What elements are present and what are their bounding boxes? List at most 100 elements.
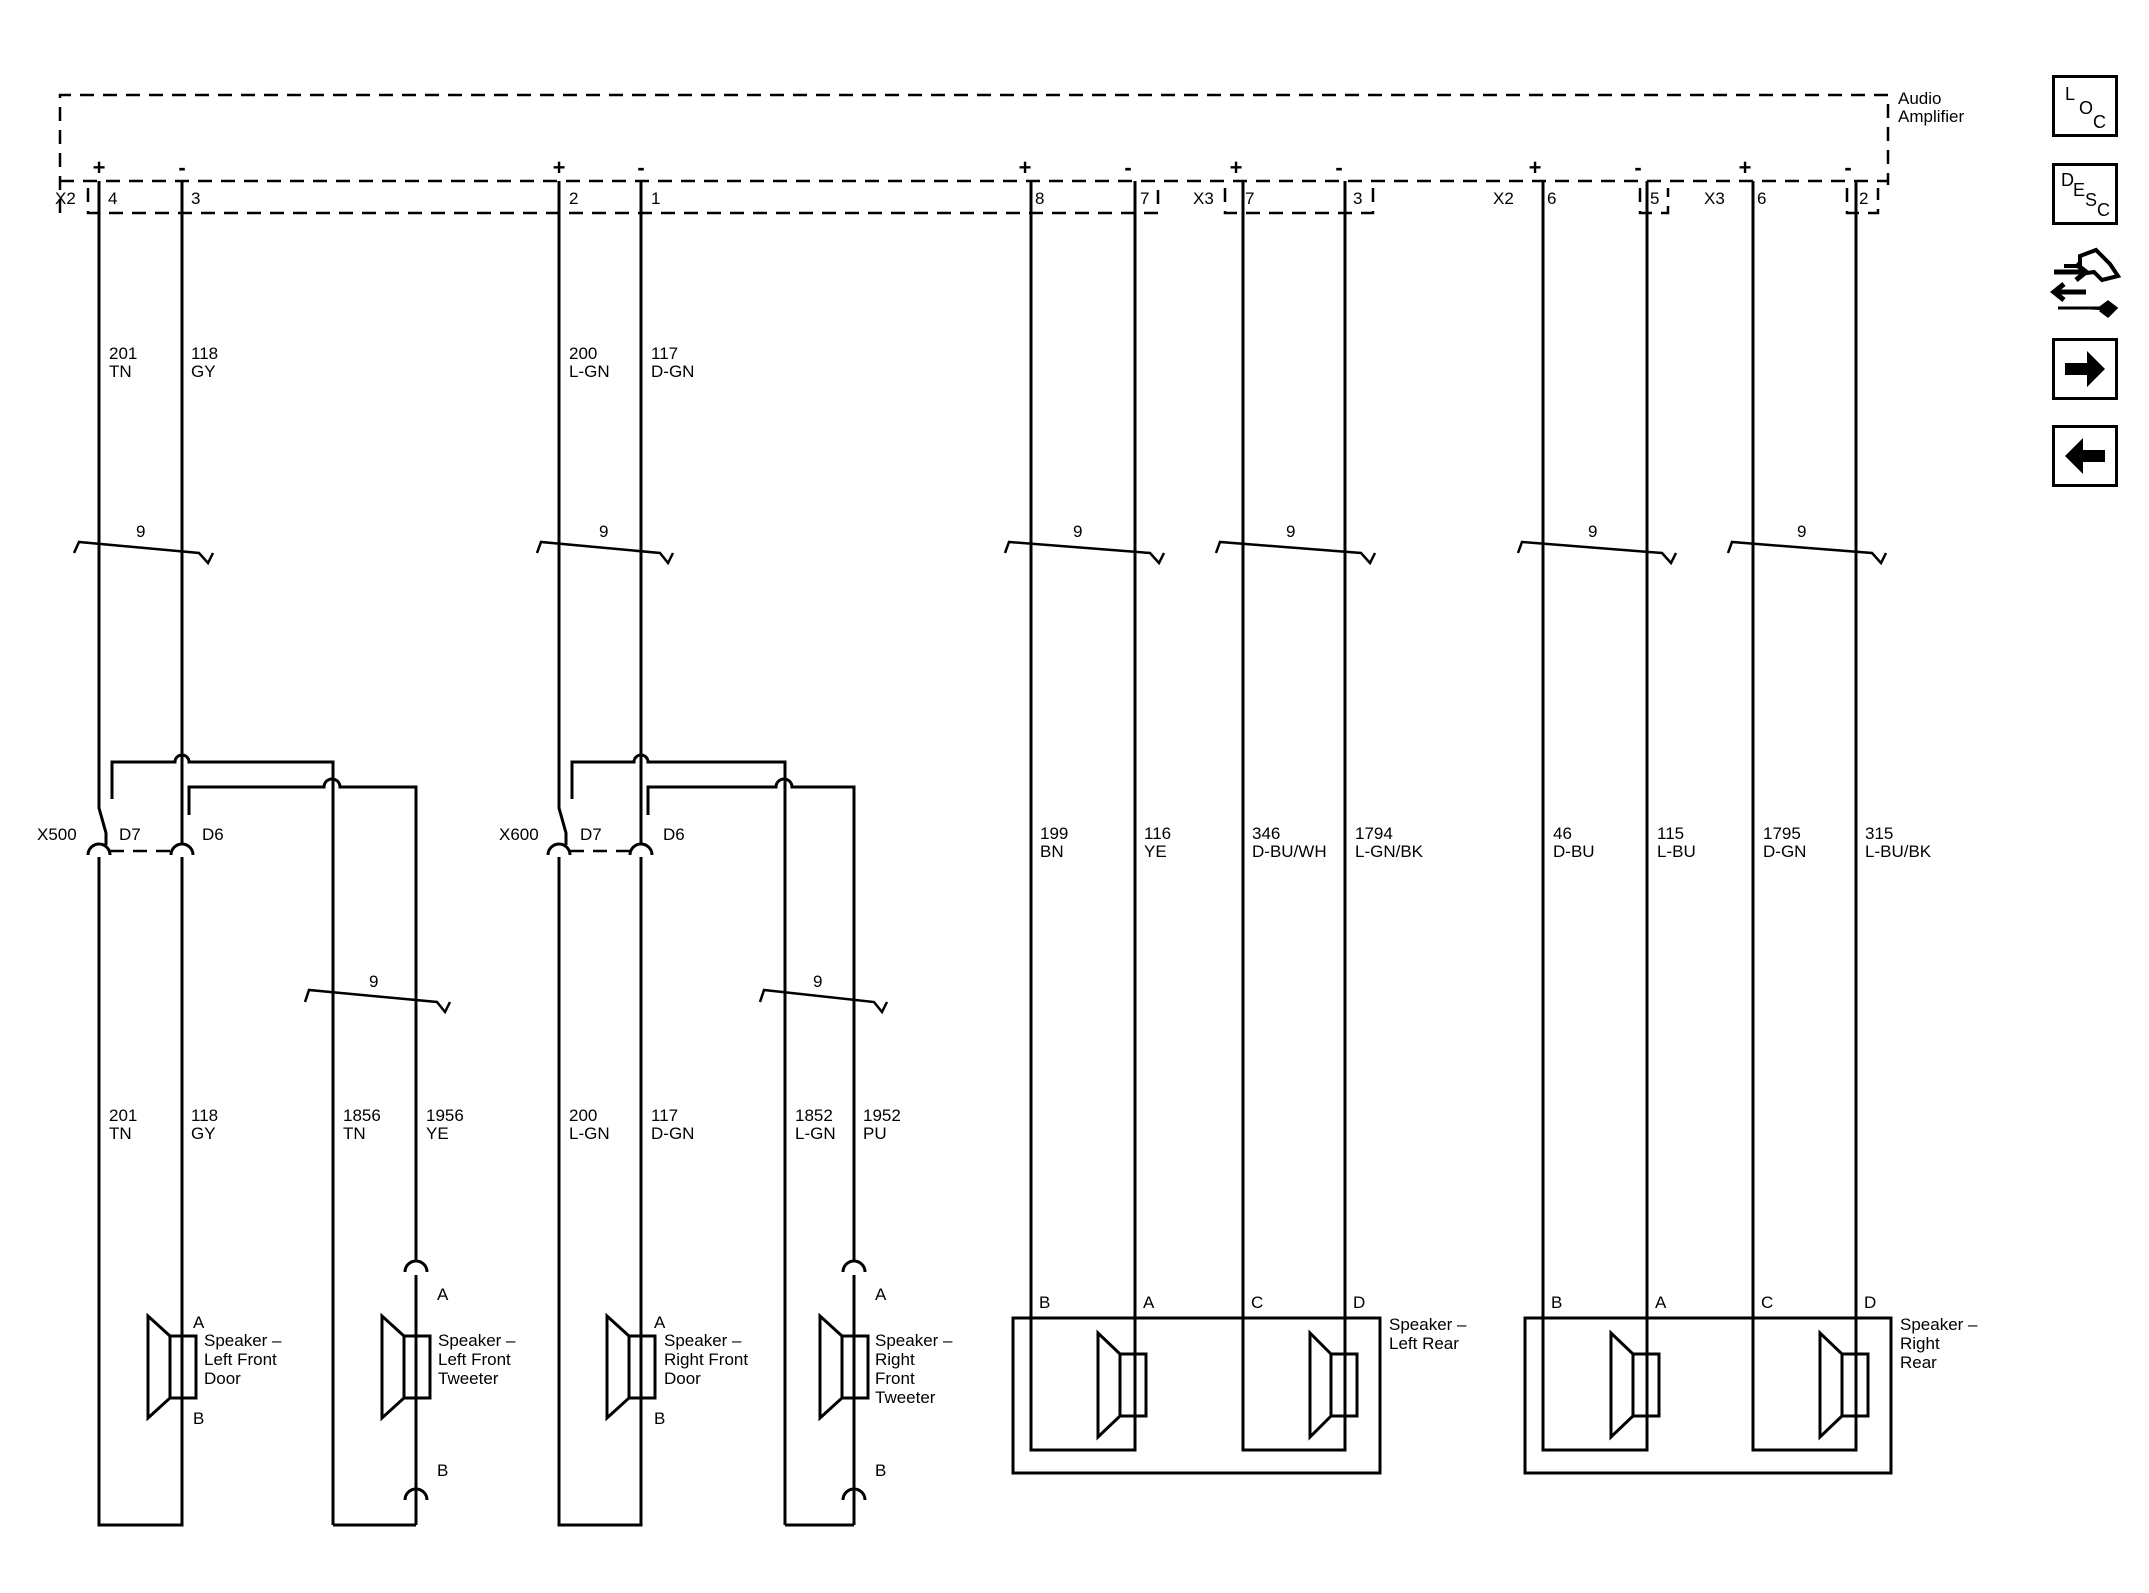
label-line: Door [664, 1369, 701, 1388]
right-rear-circuit [1523, 181, 1893, 1475]
wire-circuit-number: 201 [109, 344, 137, 363]
wire-color: GY [191, 1124, 216, 1143]
label-line: Rear [1900, 1353, 1937, 1372]
connector-wrench-icon [2049, 247, 2122, 318]
desc-letter: C [2097, 200, 2110, 220]
plus-mark: + [553, 155, 566, 180]
cavity-d6-label: D6 [663, 825, 685, 844]
pin-5: 5 [1650, 189, 1659, 208]
arrow-left-icon [2065, 438, 2105, 474]
pin-7: 7 [1245, 189, 1254, 208]
twist-label: 9 [1588, 522, 1597, 541]
back-button[interactable] [2052, 425, 2118, 487]
loc-button[interactable]: L O C [2052, 75, 2118, 137]
pin-3: 3 [1353, 189, 1362, 208]
pin-4: 4 [108, 189, 117, 208]
polarity-marks: + - + - + - + - + - + - [93, 155, 1852, 180]
arrow-right-icon [2065, 351, 2105, 387]
plus-mark: + [1529, 155, 1542, 180]
terminal-b: B [1039, 1293, 1050, 1312]
wire-circuit-number: 118 [191, 344, 218, 363]
twist-label: 9 [1073, 522, 1082, 541]
wire-circuit-number: 1794 [1355, 824, 1393, 843]
wire-color: TN [343, 1124, 366, 1143]
label-line: Right [875, 1350, 915, 1369]
minus-mark: - [1634, 155, 1641, 180]
wire-circuit-number: 1795 [1763, 824, 1801, 843]
wire-circuit-number: 346 [1252, 824, 1280, 843]
label-line: Left Rear [1389, 1334, 1459, 1353]
pin-6: 6 [1757, 189, 1766, 208]
speaker-right-rear-label: Speaker – Right Rear [1900, 1315, 1982, 1372]
terminal-b: B [654, 1409, 665, 1428]
terminal-a: A [193, 1313, 205, 1332]
twist-label: 9 [1286, 522, 1295, 541]
pin-1: 1 [651, 189, 660, 208]
connector-x500-label: X500 [37, 825, 77, 844]
pin-6: 6 [1547, 189, 1556, 208]
terminal-b: B [193, 1409, 204, 1428]
twist-label: 9 [813, 972, 822, 991]
wire-color: D-GN [1763, 842, 1806, 861]
label-line: Left Front [204, 1350, 277, 1369]
module-name-line1: Audio [1898, 89, 1941, 108]
wire-circuit-number: 200 [569, 344, 597, 363]
label-line: Speaker – [875, 1331, 953, 1350]
label-line: Right Front [664, 1350, 748, 1369]
plus-mark: + [1019, 155, 1032, 180]
wire-circuit-number: 200 [569, 1106, 597, 1125]
terminal-a: A [1655, 1293, 1667, 1312]
terminal-c: C [1251, 1293, 1263, 1312]
wire-color: BN [1040, 842, 1064, 861]
terminal-labels: A B A B A B A B B A C D B A C D [193, 1285, 1876, 1480]
wire-color: YE [1144, 842, 1167, 861]
minus-mark: - [1335, 155, 1342, 180]
pin-3: 3 [191, 189, 200, 208]
wire-color: GY [191, 362, 216, 381]
wire-circuit-number: 117 [651, 1106, 678, 1125]
minus-mark: - [637, 155, 644, 180]
terminal-c: C [1761, 1293, 1773, 1312]
wire-circuit-number: 199 [1040, 824, 1068, 843]
left-front-circuit: X500 D7 D6 [37, 181, 432, 1527]
wire-color: L-GN [569, 362, 610, 381]
wire-color: D-BU/WH [1252, 842, 1327, 861]
connector-wrench-button[interactable] [2049, 246, 2122, 320]
connector-pin-labels: X2 4 3 2 1 8 7 X3 7 3 X2 6 5 X3 6 2 [55, 189, 1868, 208]
audio-amplifier-module: Audio Amplifier [58, 89, 1964, 213]
wire-circuit-number: 117 [651, 344, 678, 363]
connector-x3-label: X3 [1704, 189, 1725, 208]
wire-circuit-number: 118 [191, 1106, 218, 1125]
minus-mark: - [178, 155, 185, 180]
minus-mark: - [1844, 155, 1851, 180]
terminal-b: B [1551, 1293, 1562, 1312]
wire-color: D-GN [651, 362, 694, 381]
wire-color: L-GN/BK [1355, 842, 1424, 861]
wire-color: L-BU [1657, 842, 1696, 861]
label-line: Left Front [438, 1350, 511, 1369]
connector-x2-label: X2 [55, 189, 76, 208]
wire-color: TN [109, 362, 132, 381]
speaker-labels: Speaker – Left Front Door Speaker – Left… [204, 1315, 1982, 1407]
speaker-right-front-door-label: Speaker – Right Front Door [664, 1331, 753, 1388]
wire-circuit-number: 1856 [343, 1106, 381, 1125]
label-line: Speaker – [204, 1331, 282, 1350]
desc-button[interactable]: D E S C [2052, 163, 2118, 225]
forward-button[interactable] [2052, 338, 2118, 400]
wire-circuit-number: 315 [1865, 824, 1893, 843]
wire-color: L-GN [569, 1124, 610, 1143]
connector-x2-label: X2 [1493, 189, 1514, 208]
connector-boxes [86, 188, 1880, 215]
left-rear-circuit [1011, 181, 1382, 1475]
desc-letter: D [2061, 170, 2074, 190]
wire-circuit-number: 116 [1144, 824, 1171, 843]
twisted-pair-markers [72, 540, 1888, 1015]
speaker-right-front-tweeter-label: Speaker – Right Front Tweeter [875, 1331, 957, 1407]
twisted-pair-labels: 9 9 9 9 9 9 9 9 [136, 522, 1806, 991]
cavity-d7-label: D7 [119, 825, 141, 844]
loc-letter: L [2065, 84, 2076, 104]
pin-8: 8 [1035, 189, 1044, 208]
pin-2: 2 [1859, 189, 1868, 208]
pin-2: 2 [569, 189, 578, 208]
loc-letter: C [2093, 112, 2106, 132]
